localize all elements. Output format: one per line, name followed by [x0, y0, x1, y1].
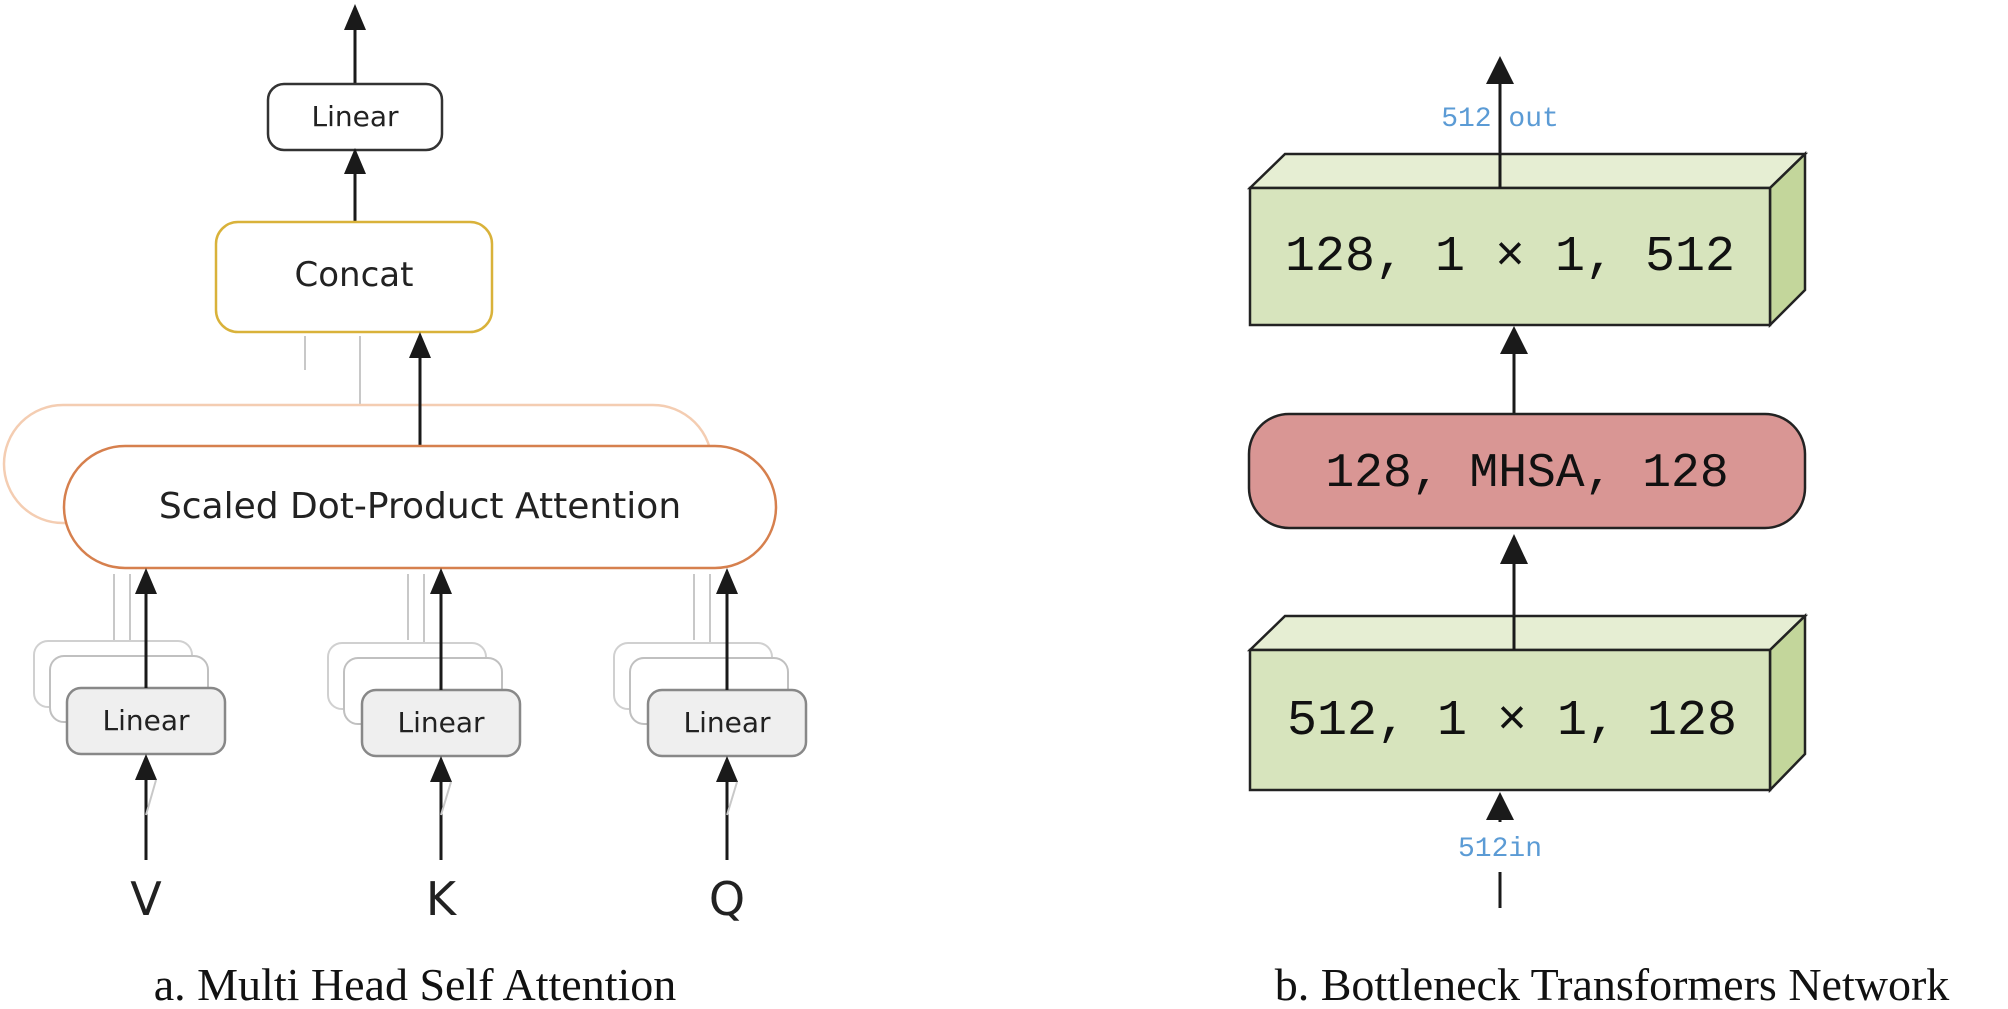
caption-a: a. Multi Head Self Attention: [154, 959, 677, 1009]
output-linear-label: Linear: [311, 100, 399, 133]
top-conv-block: 128, 1 × 1, 512: [1246, 151, 1809, 329]
input-q-label: Q: [709, 872, 745, 926]
attention-label: Scaled Dot-Product Attention: [159, 486, 681, 527]
input-k-label: K: [426, 872, 458, 926]
out-label: 512 out: [1441, 104, 1559, 135]
input-v-label: V: [130, 872, 162, 926]
panel-b-bottleneck-transformers: 512 out 128, 1 × 1, 512 128, MHSA, 128: [1246, 56, 1950, 1009]
output-linear-box: Linear: [266, 82, 444, 152]
linear-v-label: Linear: [102, 704, 190, 737]
mhsa-to-top-arrow: [1500, 326, 1528, 414]
branch-k: Linear K: [327, 568, 522, 926]
attention-box: Scaled Dot-Product Attention: [62, 444, 778, 570]
concat-box: Concat: [214, 220, 494, 334]
panel-a-multi-head-self-attention: Linear Concat Scaled Dot-Product Attenti…: [2, 4, 808, 1009]
mhsa-block-label: 128, MHSA, 128: [1325, 447, 1728, 501]
in-label: 512in: [1458, 834, 1542, 865]
bottom-conv-block: 512, 1 × 1, 128: [1246, 613, 1809, 794]
concat-label: Concat: [295, 255, 414, 295]
top-block-label: 128, 1 × 1, 512: [1285, 229, 1735, 286]
caption-b: b. Bottleneck Transformers Network: [1275, 959, 1950, 1009]
linear-q-label: Linear: [683, 706, 771, 739]
output-arrow: [344, 4, 366, 84]
branch-q: Linear Q: [613, 568, 808, 926]
attention-to-concat-arrow: [409, 332, 431, 446]
branch-v: Linear V: [33, 568, 227, 926]
concat-to-linear-arrow: [344, 148, 366, 222]
linear-k-label: Linear: [397, 706, 485, 739]
mhsa-block: 128, MHSA, 128: [1247, 412, 1807, 530]
bottom-block-label: 512, 1 × 1, 128: [1287, 693, 1737, 750]
input-arrow-b: [1486, 792, 1514, 908]
